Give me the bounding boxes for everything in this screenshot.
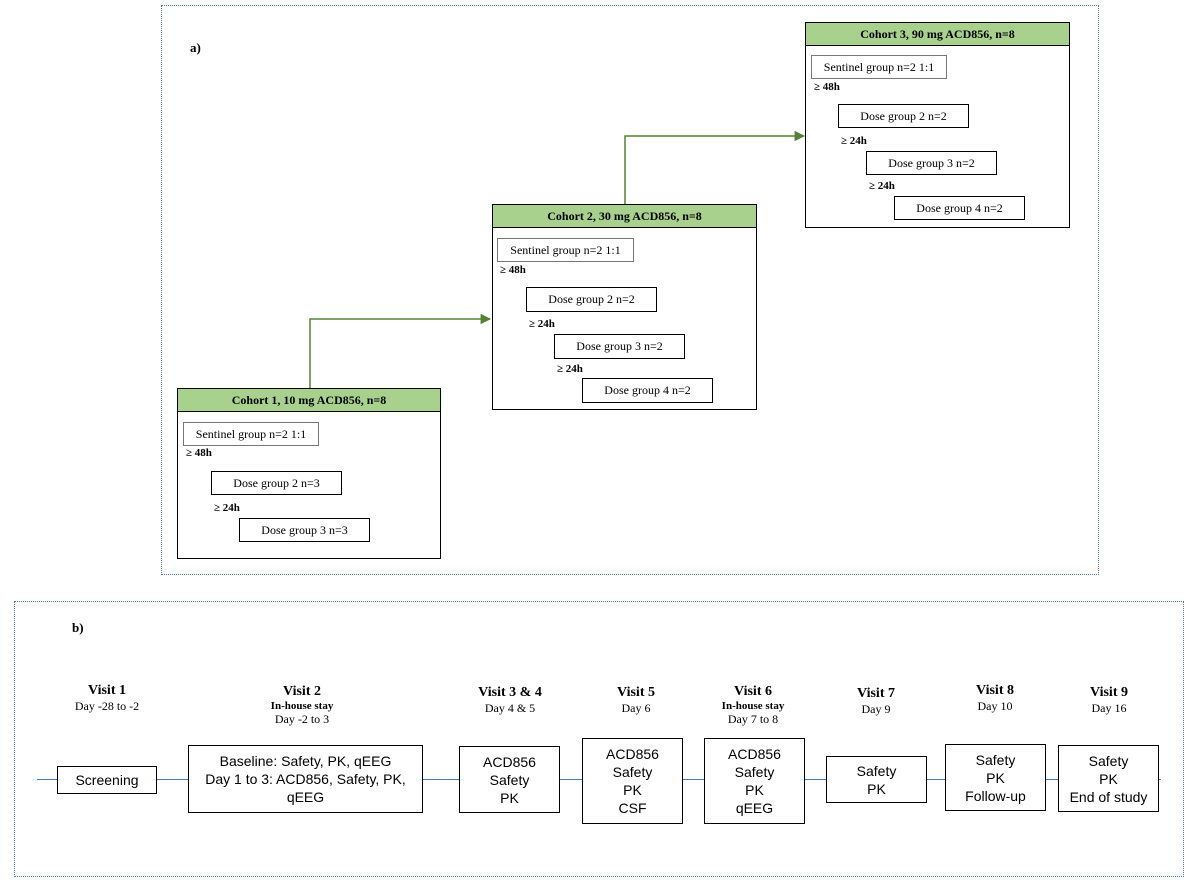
visit-3-4-box-line-2: Safety — [489, 771, 530, 788]
visit-9-header: Visit 9 Day 16 — [1039, 685, 1179, 716]
visit-8-box-line-1: Safety — [975, 751, 1016, 768]
visit-6-title: Visit 6 — [734, 684, 772, 699]
cohort-2-dose-group-4: Dose group 4 n=2 — [582, 378, 713, 403]
visit-2-header: Visit 2 In-house stay Day -2 to 3 — [232, 684, 372, 727]
cohort-3-gap-48h: ≥ 48h — [814, 81, 840, 93]
visit-2-title: Visit 2 — [283, 684, 321, 699]
panel-b-label: b) — [72, 620, 84, 635]
cohort-2-gap-24h-b: ≥ 24h — [557, 363, 583, 375]
visit-1-box-line-1: Screening — [75, 772, 139, 788]
visit-1-day: Day -28 to -2 — [74, 699, 140, 713]
cohort-3-gap-24h-a: ≥ 24h — [841, 135, 867, 147]
visit-7-box-line-2: PK — [867, 780, 886, 797]
visit-8-title: Visit 8 — [976, 683, 1014, 698]
visit-2-box-line-1: Baseline: Safety, PK, qEEG — [219, 753, 392, 769]
cohort-1-title: Cohort 1, 10 mg ACD856, n=8 — [178, 389, 440, 412]
cohort-3-gap-24h-b: ≥ 24h — [869, 180, 895, 192]
visit-3-4-title: Visit 3 & 4 — [478, 685, 542, 700]
visit-8-header: Visit 8 Day 10 — [925, 683, 1065, 714]
visit-1-title: Visit 1 — [88, 683, 126, 698]
visit-8-box-line-3: Follow-up — [965, 787, 1026, 804]
visit-2-box-line-3: qEEG — [286, 789, 325, 805]
visit-9-day: Day 16 — [1091, 701, 1127, 715]
visit-3-4-box: ACD856 Safety PK — [459, 746, 560, 813]
cohort-1-sentinel-group: Sentinel group n=2 1:1 — [183, 422, 319, 446]
cohort-3-dose-group-3: Dose group 3 n=2 — [866, 151, 997, 175]
visit-9-box-line-2: PK — [1099, 770, 1118, 787]
cohort-2-sentinel-group: Sentinel group n=2 1:1 — [497, 238, 634, 262]
visit-5-header: Visit 5 Day 6 — [566, 685, 706, 716]
visit-2-box: Baseline: Safety, PK, qEEG Day 1 to 3: A… — [188, 745, 423, 813]
visit-6-note: In-house stay — [721, 700, 785, 712]
panel-a — [161, 5, 1099, 575]
visit-5-box-line-4: CSF — [618, 800, 647, 816]
panel-a-label: a) — [190, 40, 201, 55]
cohort-2-gap-48h: ≥ 48h — [500, 264, 526, 276]
visit-3-4-header: Visit 3 & 4 Day 4 & 5 — [440, 685, 580, 716]
visit-6-box-line-3: PK — [745, 782, 764, 798]
visit-1-header: Visit 1 Day -28 to -2 — [37, 683, 177, 714]
visit-8-box: Safety PK Follow-up — [945, 744, 1046, 811]
cohort-1-gap-48h: ≥ 48h — [186, 447, 212, 459]
cohort-1-dose-group-2: Dose group 2 n=3 — [211, 471, 342, 495]
visit-9-title: Visit 9 — [1090, 685, 1128, 700]
visit-5-box-line-2: Safety — [612, 764, 653, 780]
visit-5-box-line-3: PK — [623, 782, 642, 798]
cohort-3-dose-group-2: Dose group 2 n=2 — [838, 104, 969, 128]
cohort-2-gap-24h-a: ≥ 24h — [529, 318, 555, 330]
visit-9-box: Safety PK End of study — [1058, 745, 1159, 812]
visit-3-4-day: Day 4 & 5 — [484, 701, 536, 715]
panel-b — [14, 601, 1184, 877]
visit-3-4-box-line-3: PK — [500, 789, 519, 806]
arrow-cohort1-to-cohort2 — [309, 313, 492, 388]
visit-3-4-box-line-1: ACD856 — [483, 753, 536, 770]
visit-9-box-line-1: Safety — [1088, 752, 1129, 769]
cohort-3-sentinel-group: Sentinel group n=2 1:1 — [811, 55, 947, 79]
visit-7-header: Visit 7 Day 9 — [806, 686, 946, 717]
visit-6-box-line-1: ACD856 — [728, 746, 781, 762]
visit-7-box: Safety PK — [826, 756, 927, 803]
cohort-2-title: Cohort 2, 30 mg ACD856, n=8 — [493, 205, 756, 228]
cohort-2-dose-group-2: Dose group 2 n=2 — [526, 287, 657, 312]
cohort-3-title: Cohort 3, 90 mg ACD856, n=8 — [806, 23, 1069, 46]
visit-2-note: In-house stay — [270, 700, 334, 712]
visit-5-title: Visit 5 — [617, 685, 655, 700]
visit-5-box-line-1: ACD856 — [606, 746, 659, 762]
visit-7-day: Day 9 — [861, 702, 891, 716]
visit-9-box-line-3: End of study — [1069, 788, 1148, 805]
visit-7-box-line-1: Safety — [856, 762, 897, 779]
visit-2-day: Day -2 to 3 — [274, 712, 330, 726]
cohort-2-dose-group-3: Dose group 3 n=2 — [554, 334, 685, 359]
visit-6-box: ACD856 Safety PK qEEG — [704, 738, 805, 824]
visit-7-title: Visit 7 — [857, 686, 895, 701]
visit-6-header: Visit 6 In-house stay Day 7 to 8 — [683, 684, 823, 727]
visit-2-box-line-2: Day 1 to 3: ACD856, Safety, PK, — [205, 771, 406, 787]
arrow-cohort2-to-cohort3 — [624, 130, 806, 204]
visit-6-day: Day 7 to 8 — [727, 712, 779, 726]
visit-8-day: Day 10 — [977, 699, 1013, 713]
visit-6-box-line-2: Safety — [734, 764, 775, 780]
visit-8-box-line-2: PK — [986, 769, 1005, 786]
cohort-1-gap-24h: ≥ 24h — [214, 502, 240, 514]
cohort-1-dose-group-3: Dose group 3 n=3 — [239, 518, 370, 542]
visit-6-box-line-4: qEEG — [735, 800, 774, 816]
cohort-3-dose-group-4: Dose group 4 n=2 — [894, 196, 1025, 220]
visit-5-box: ACD856 Safety PK CSF — [582, 738, 683, 824]
visit-1-box: Screening — [57, 766, 157, 794]
visit-5-day: Day 6 — [621, 701, 651, 715]
